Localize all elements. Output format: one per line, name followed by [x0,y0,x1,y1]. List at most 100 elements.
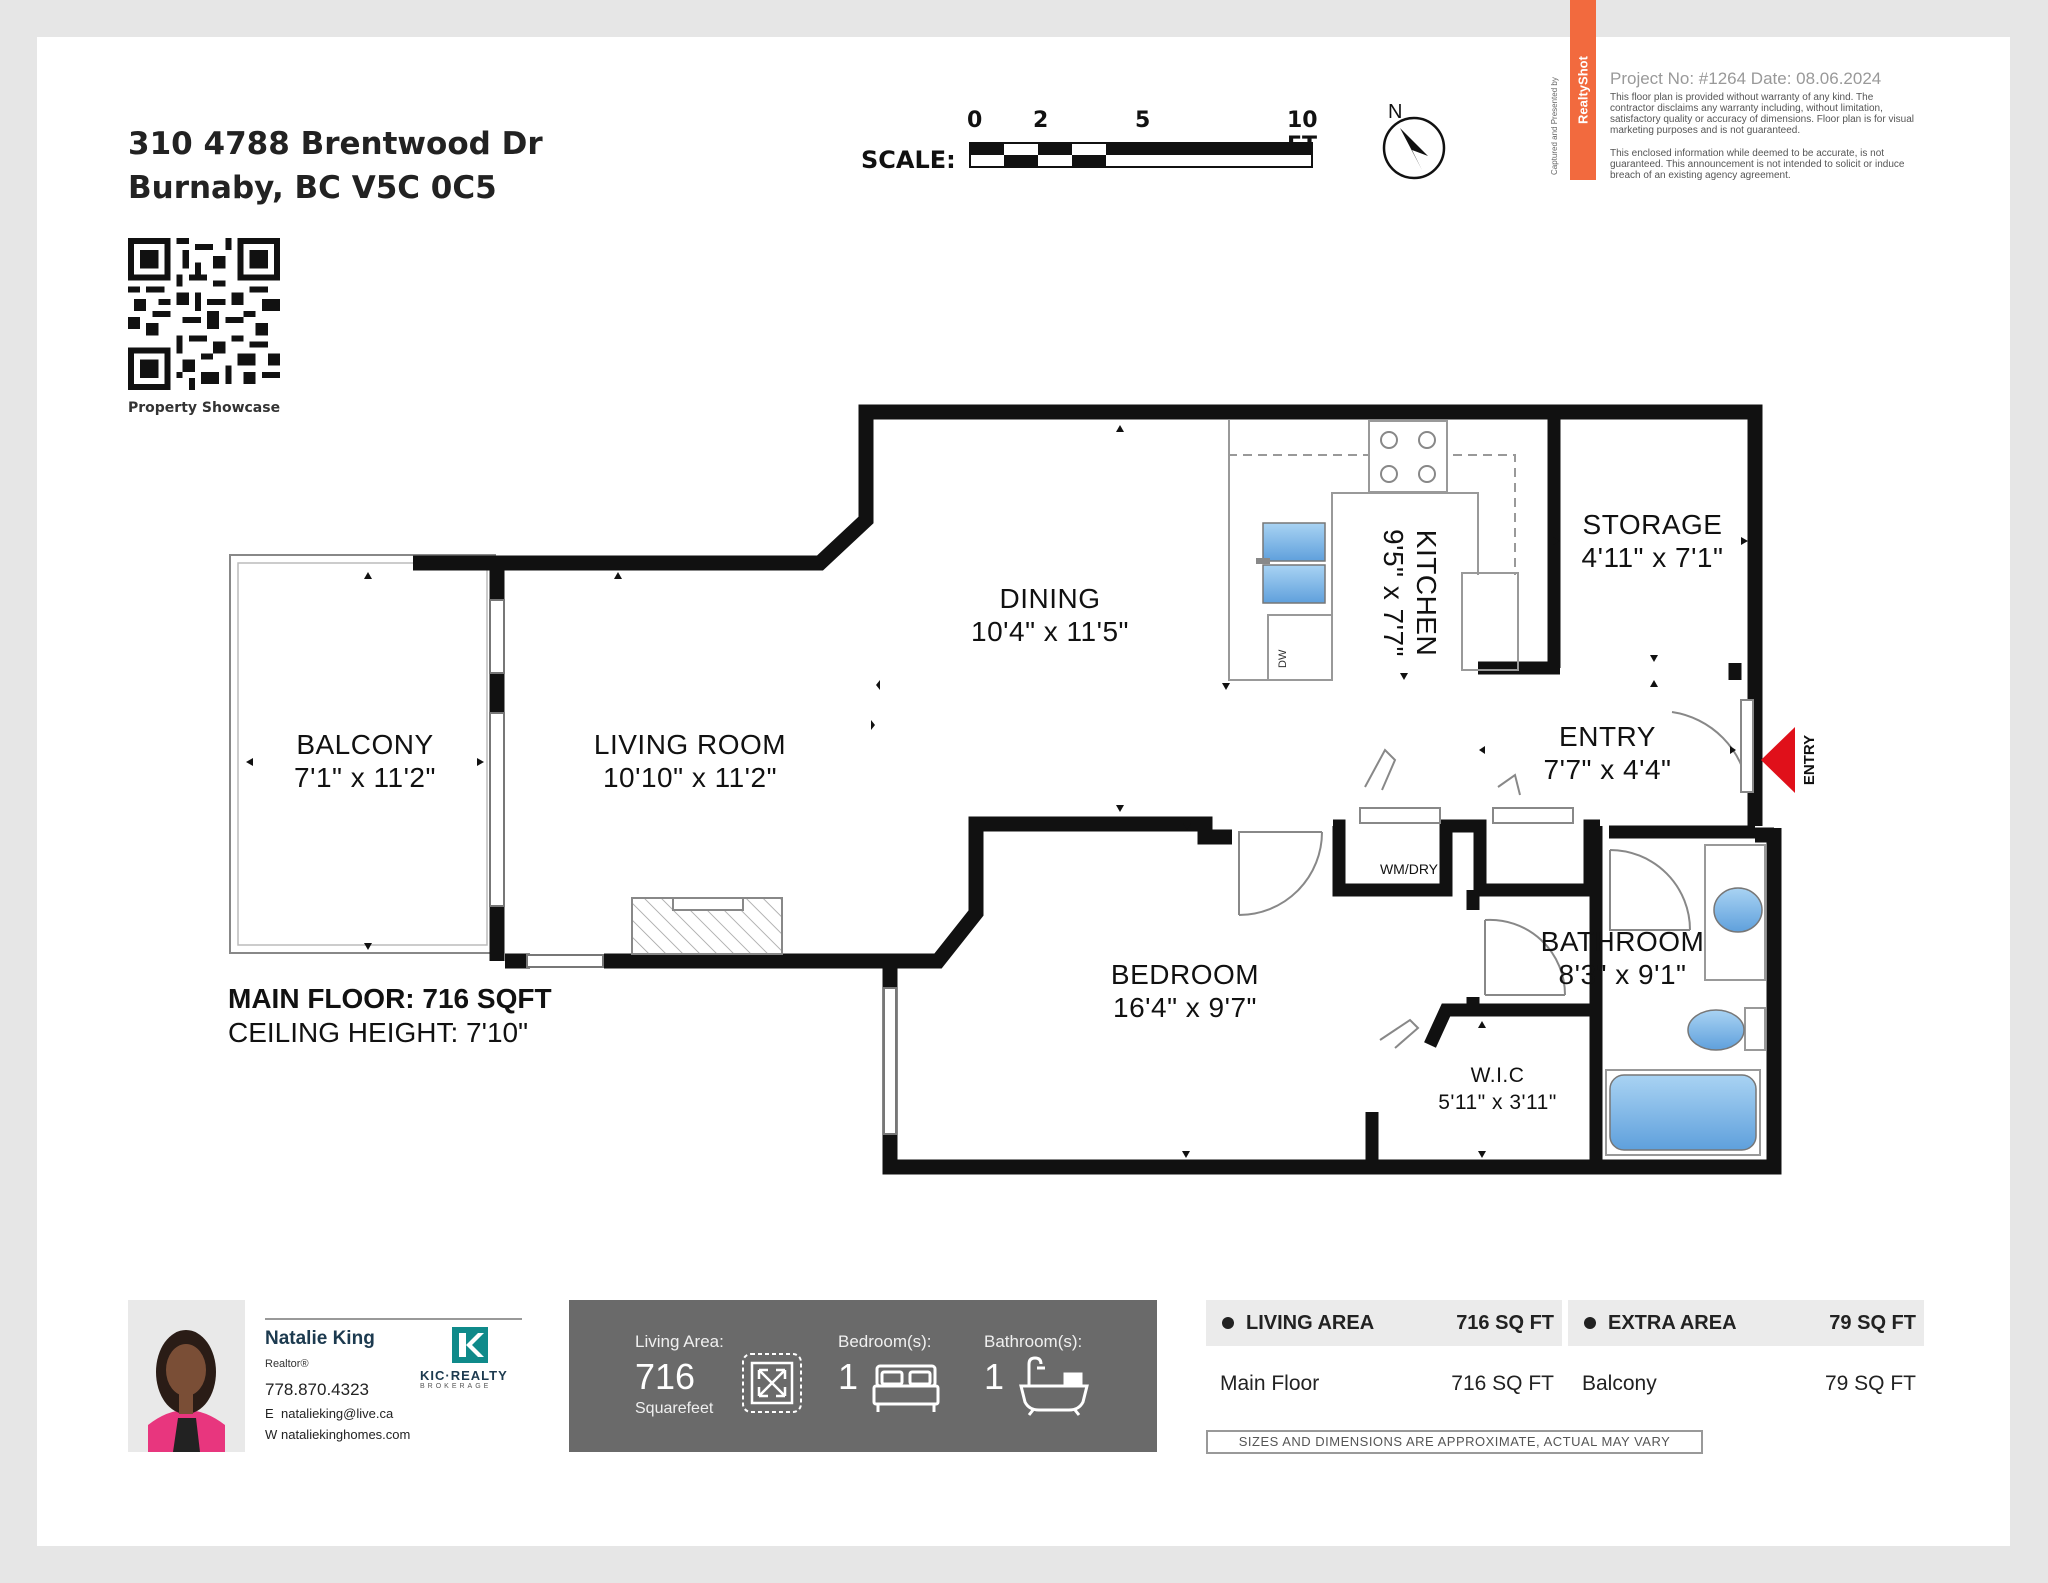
main-floor-label: Main Floor [1220,1372,1320,1395]
web-value: nataliekinghomes.com [281,1427,411,1442]
room-bedroom: BEDROOM 16'4" x 9'7" [1055,958,1315,1024]
entry-name: ENTRY [1559,721,1656,752]
extra-area-total: 79 SQ FT [1829,1312,1916,1334]
scale-bar: 0 2 5 10 FT SCALE: [855,102,1325,182]
windows [489,599,897,1135]
dining-name: DINING [999,583,1101,614]
agent-phone[interactable]: 778.870.4323 [265,1380,369,1399]
project-info: Project No: #1264 Date: 08.06.2024 [1610,69,1882,88]
kitchen-name: KITCHEN [1411,529,1442,657]
living-name: LIVING ROOM [593,729,787,760]
agent-photo [128,1300,245,1452]
interior-walls [1332,412,1755,1167]
entry-marker-label: ENTRY [1801,735,1818,785]
room-living: LIVING ROOM 10'10" x 11'2" [560,728,820,794]
bathrooms-label: Bathroom(s): [984,1332,1083,1351]
bath-vanity [1704,844,1766,981]
scale-title: SCALE: [861,146,956,174]
balcony-name: BALCONY [296,729,434,760]
dining-dims: 10'4" x 11'5" [971,616,1129,647]
room-kitchen: KITCHEN 9'5" x 7'7" [1377,478,1443,708]
living-area-value: 716 [635,1356,696,1397]
main-floor-area: MAIN FLOOR: 716 SQFT [228,983,552,1014]
scale-tick-5: 5 [1135,108,1151,133]
toilet-icon [1687,1007,1766,1051]
living-dims: 10'10" x 11'2" [602,762,778,793]
kic-logo-icon [452,1327,488,1363]
storage-dims: 4'11" x 7'1" [1581,542,1724,573]
bedrooms-label: Bedroom(s): [838,1332,932,1351]
bed-icon [872,1364,940,1412]
stove-icon [1368,420,1448,493]
email-value: natalieking@live.ca [281,1406,394,1421]
balcony-area-label: Balcony [1582,1372,1657,1395]
dishwasher-label: DW [1277,649,1289,668]
kitchen-counters [1228,420,1519,681]
entry-dims: 7'7" x 4'4" [1543,754,1672,785]
agent-name: Natalie King [265,1328,375,1349]
web-label: W [265,1427,278,1442]
compass-n: N [1388,101,1402,123]
bathroom-name: BATHROOM [1540,926,1705,957]
area-tables: LIVING AREA 716 SQ FT Main Floor 716 SQ … [1206,1300,1924,1460]
room-dining: DINING 10'4" x 11'5" [920,582,1180,648]
qr-code[interactable] [128,238,280,395]
scale-tick-0: 0 [967,108,983,133]
qr-caption: Property Showcase [128,400,281,416]
main-floor-value: 716 SQ FT [1451,1372,1554,1395]
address-line-2: Burnaby, BC V5C 0C5 [128,170,497,206]
room-wic: W.I.C 5'11" x 3'11" [1420,1062,1575,1116]
bathtub-icon [1605,1069,1761,1156]
living-area-total: 716 SQ FT [1456,1312,1554,1334]
bullet-icon [1222,1317,1234,1329]
extra-area-header: EXTRA AREA 79 SQ FT [1568,1300,1924,1346]
doors [1238,699,1754,1049]
disclaimer-block: Project No: #1264 Date: 08.06.2024 This … [1610,68,1920,181]
room-storage: STORAGE 4'11" x 7'1" [1560,508,1745,574]
approximate-note: SIZES AND DIMENSIONS ARE APPROXIMATE, AC… [1206,1430,1703,1454]
scale-ruler [969,142,1313,168]
kitchen-sink-icon [1256,522,1326,604]
bedrooms-value: 1 [838,1356,859,1397]
washer-dryer-label: WM/DRY [1380,861,1439,877]
wic-dims: 5'11" x 3'11" [1438,1091,1557,1114]
property-summary: Living Area: 716 Squarefeet Bedroom(s): … [569,1300,1157,1452]
bedroom-dims: 16'4" x 9'7" [1113,992,1257,1023]
qr-code-icon [128,238,280,390]
floor-plan-sheet [37,37,2010,1546]
balcony-area-value: 79 SQ FT [1824,1372,1916,1395]
room-bathroom: BATHROOM 8'3" x 9'1" [1515,925,1730,991]
ceiling-height: CEILING HEIGHT: 7'10" [228,1017,529,1048]
agent-divider [265,1318,522,1320]
compass-icon: N [1382,101,1446,180]
brokerage-name: KIC·REALTY [420,1368,508,1383]
email-label: E [265,1406,274,1421]
wic-name: W.I.C [1470,1064,1525,1087]
north-compass: N [1378,98,1448,193]
agent-role: Realtor® [265,1358,309,1370]
kitchen-dims: 9'5" x 7'7" [1378,529,1409,657]
scale-tick-2: 2 [1033,108,1049,133]
balcony-dims: 7'1" x 11'2" [294,762,436,793]
bathtub-summary-icon [1019,1356,1089,1416]
bathrooms-value: 1 [984,1356,1005,1397]
storage-name: STORAGE [1582,509,1723,540]
bedroom-name: BEDROOM [1110,959,1260,990]
address-line-1: 310 4788 Brentwood Dr [128,126,543,162]
dimension-markers [246,425,1748,1158]
expand-area-icon [742,1353,802,1413]
bathroom-dims: 8'3" x 9'1" [1558,959,1687,990]
living-area-label: Living Area: [635,1332,724,1351]
living-area-header: LIVING AREA 716 SQ FT [1206,1300,1562,1346]
room-entry: ENTRY 7'7" x 4'4" [1500,720,1715,786]
entry-arrow-icon [1761,727,1795,793]
disclaimer-paragraph-2: This enclosed information while deemed t… [1610,148,1905,181]
property-address: 310 4788 Brentwood Dr Burnaby, BC V5C 0C… [128,122,543,210]
bullet-icon [1584,1317,1596,1329]
room-balcony: BALCONY 7'1" x 11'2" [245,728,485,794]
extra-area-title: EXTRA AREA [1608,1312,1737,1334]
